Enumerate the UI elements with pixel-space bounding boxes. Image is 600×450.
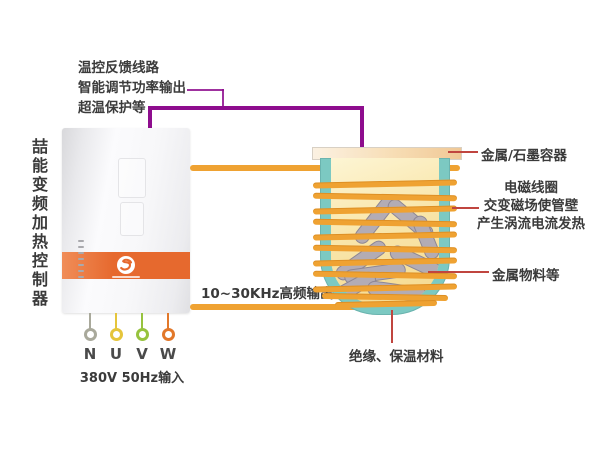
terminal-wire [115,313,117,329]
feedback-note: 温控反馈线路 智能调节功率输出 超温保护等 [78,58,186,118]
controller-display-panel [118,158,146,198]
coil-label-line3: 产生涡流电流发热 [477,216,585,232]
vent-slot [78,270,84,272]
feedback-wire-right-drop [360,106,364,151]
terminal-ring [84,328,97,341]
container-label: 金属/石墨容器 [481,148,567,164]
feedback-note-line1: 温控反馈线路 [78,60,159,76]
vent-slot [78,258,84,260]
container-leader-line [448,151,478,153]
feedback-note-line3: 超温保护等 [78,100,146,116]
vent-slot [78,264,84,266]
terminal-ring [162,328,175,341]
vent-slot [78,246,84,248]
controller-button-panel [120,202,144,236]
terminal-label: W [159,345,177,363]
brand-logo-icon [116,255,136,275]
vent-slot [78,276,84,278]
hf-output-label: 10~30KHz高频输出 [201,286,334,302]
feedback-wire-note-horizontal [187,89,224,91]
vent-slot [78,252,84,254]
insulation-label: 绝缘、保温材料 [349,349,444,365]
coil-label-line1: 电磁线圈 [504,180,558,196]
coil-turn [334,299,438,309]
terminal-label: V [136,345,148,363]
feedback-note-line2: 智能调节功率输出 [78,80,186,96]
terminal-wire [89,313,91,329]
power-input-caption: 380V 50Hz输入 [79,371,185,386]
coil-label-line2: 交变磁场使管壁 [483,198,579,214]
coil-leader-line [452,207,479,209]
insulation-leader-line [391,310,393,343]
controller-side-label: 喆能变频加热控制器 [29,138,48,309]
feedback-wire-note-vertical [222,89,224,107]
vent-slot [78,240,84,242]
terminal-wire [167,313,169,329]
feedback-wire-left-drop [148,106,152,130]
terminal-ring [110,328,123,341]
terminal-label: N [83,345,97,363]
material-leader-line [428,271,489,273]
terminal-ring [136,328,149,341]
terminal-label: U [109,345,123,363]
coil-label: 电磁线圈 交变磁场使管壁 产生涡流电流发热 [452,179,600,233]
hf-output-line-bottom [190,304,403,310]
material-label: 金属物料等 [492,268,560,284]
terminal-wire [141,313,143,329]
brand-logo-wordmark [112,276,140,278]
feedback-wire-horizontal [148,106,364,110]
frequency-controller-box [62,128,190,313]
